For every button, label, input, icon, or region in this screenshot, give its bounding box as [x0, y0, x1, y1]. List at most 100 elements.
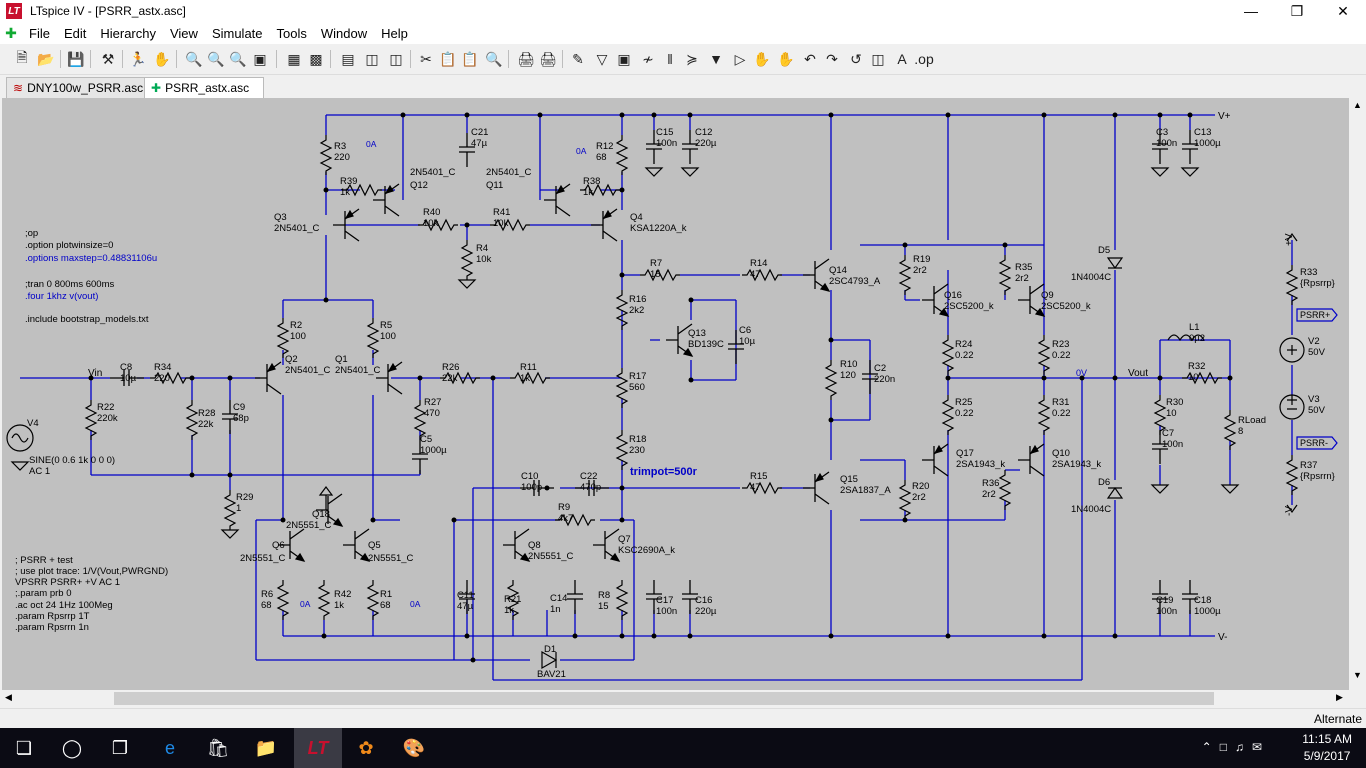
move-icon[interactable]: ✋	[753, 50, 771, 67]
component-labels: R3220R391kQ122N5401_CQ32N5401_CR4010kC21…	[27, 127, 1335, 680]
rotate-icon[interactable]: ↺	[850, 50, 862, 67]
system-tray[interactable]: ⌃□♫✉	[1201, 740, 1270, 754]
open-icon[interactable]: 📂	[37, 50, 55, 67]
autorange-icon[interactable]: ▦	[287, 50, 301, 67]
value-c8: 10µ	[120, 373, 137, 384]
print-icon[interactable]: 🖨	[539, 50, 557, 67]
maximize-icon[interactable]: ❐	[1290, 2, 1304, 19]
ref-q14: Q14	[829, 265, 847, 276]
label-net-icon[interactable]: ▣	[617, 50, 631, 67]
component-icon[interactable]: ▷	[734, 50, 746, 67]
menu-window[interactable]: Window	[320, 25, 368, 41]
ref-q4: Q4	[630, 212, 643, 223]
redo-icon[interactable]: ↷	[826, 50, 838, 67]
ltspice-taskbar-icon[interactable]: LT	[294, 728, 342, 768]
close-icon[interactable]: ✕	[1337, 2, 1349, 19]
ref-r24: R24	[955, 339, 972, 350]
drag-icon[interactable]: ✋	[777, 50, 795, 67]
copy-icon[interactable]: 📋	[439, 50, 457, 67]
zoom-out-icon[interactable]: 🔍	[229, 50, 247, 67]
task-view-icon[interactable]: ❐	[111, 737, 129, 758]
scroll-thumb[interactable]	[114, 692, 1214, 705]
value-r42: 1k	[334, 600, 344, 611]
scroll-down-icon[interactable]: ▼	[1353, 670, 1362, 680]
zoom-in-icon[interactable]: 🔍	[185, 50, 203, 67]
menu-tools[interactable]: Tools	[276, 25, 307, 41]
paste-icon[interactable]: 📋	[461, 50, 479, 67]
ref-q9: Q9	[1041, 290, 1054, 301]
resistor-icon[interactable]: ≁	[642, 50, 654, 67]
ref-r2: R2	[290, 320, 302, 331]
value-q9: 2SC5200_k	[1041, 301, 1091, 312]
value-r17: 560	[629, 382, 645, 393]
scroll-up-icon[interactable]: ▲	[1353, 100, 1362, 110]
zoom-pan-icon[interactable]: 🔍	[207, 50, 225, 67]
value-rload: 8	[1238, 426, 1243, 437]
cascade-icon[interactable]: ◫	[389, 50, 403, 67]
capacitor-icon[interactable]: ‖	[667, 51, 673, 67]
scroll-right-icon[interactable]: ▶	[1336, 692, 1343, 702]
text-icon[interactable]: A	[897, 51, 907, 67]
diode-icon[interactable]: ▼	[709, 51, 723, 67]
ref-r16: R16	[629, 294, 646, 305]
directive-param-prb: ;.param prb 0	[15, 588, 72, 599]
halt-icon[interactable]: ✋	[153, 50, 171, 67]
ref-r42: R42	[334, 589, 351, 600]
search-icon[interactable]: ◯	[61, 737, 83, 758]
tile-vertical-icon[interactable]: ◫	[365, 50, 379, 67]
windows-start-icon[interactable]: ❏	[15, 737, 33, 758]
menu-file[interactable]: File	[29, 25, 50, 41]
horizontal-scrollbar[interactable]: ◀ ▶	[2, 690, 1349, 707]
menu-view[interactable]: View	[169, 25, 198, 41]
value-r20: 2r2	[912, 492, 926, 503]
undo-icon[interactable]: ↶	[804, 50, 816, 67]
value-q3: 2N5401_C	[274, 223, 320, 234]
ref-r20: R20	[912, 481, 929, 492]
file-explorer-icon[interactable]: 📁	[254, 737, 278, 758]
save-icon[interactable]: 💾	[67, 50, 85, 67]
ref-r21: R21	[504, 594, 521, 605]
print-preview-icon[interactable]: 🖨	[517, 50, 535, 67]
tab-dny100w-psrr[interactable]: ≋ DNY100w_PSRR.asc	[6, 77, 152, 98]
scroll-left-icon[interactable]: ◀	[5, 692, 12, 702]
zoom-fit-icon[interactable]: ▣	[253, 50, 267, 67]
clock[interactable]: 11:15 AM 5/9/2017	[1302, 731, 1352, 765]
menu-help[interactable]: Help	[381, 25, 408, 41]
tab-psrr-astx[interactable]: ✚ PSRR_astx.asc	[144, 77, 264, 98]
value-r9: 4k7	[558, 513, 573, 524]
tile-horizontal-icon[interactable]: ▤	[341, 50, 355, 67]
mirror-icon[interactable]: ◫	[871, 50, 885, 67]
value-v2: 50V	[1308, 347, 1326, 358]
value-q4: KSA1220A_k	[630, 223, 687, 234]
media-player-icon[interactable]: ✿	[358, 737, 374, 758]
grid-icon[interactable]: ▩	[309, 50, 323, 67]
paint-icon[interactable]: 🎨	[402, 737, 426, 758]
edge-browser-icon[interactable]: e	[164, 737, 175, 758]
find-icon[interactable]: 🔍	[485, 50, 503, 67]
menu-simulate[interactable]: Simulate	[211, 25, 263, 41]
new-schematic-icon[interactable]: 🗎	[16, 49, 28, 65]
minimize-icon[interactable]: —	[1244, 3, 1258, 19]
vertical-scrollbar[interactable]: ▲ ▼	[1349, 98, 1366, 708]
value-r5: 100	[380, 331, 396, 342]
ref-q6: Q6	[272, 540, 285, 551]
ref-d5: D5	[1098, 245, 1110, 256]
clock-time: 11:15 AM	[1302, 732, 1352, 746]
control-panel-icon[interactable]: ⚒	[101, 50, 115, 67]
spice-directive-icon[interactable]: .op	[914, 51, 934, 67]
ground-icon[interactable]: ▽	[596, 50, 608, 67]
menu-edit[interactable]: Edit	[63, 25, 87, 41]
draw-wire-icon[interactable]: ✎	[572, 50, 584, 67]
cut-icon[interactable]: ✂	[420, 50, 432, 67]
run-icon[interactable]: 🏃	[129, 50, 147, 67]
ref-q18: Q18	[312, 509, 330, 520]
ref-v4: V4	[27, 418, 39, 429]
net-plusv: +V	[1284, 233, 1295, 246]
zero-amp-1: 0A	[366, 139, 377, 149]
menu-hierarchy[interactable]: Hierarchy	[100, 25, 156, 41]
value-q7: KSC2690A_k	[618, 545, 675, 556]
inductor-icon[interactable]: ≽	[686, 50, 698, 67]
store-icon[interactable]: 🛍	[206, 737, 230, 758]
value-c17: 100n	[656, 606, 677, 617]
